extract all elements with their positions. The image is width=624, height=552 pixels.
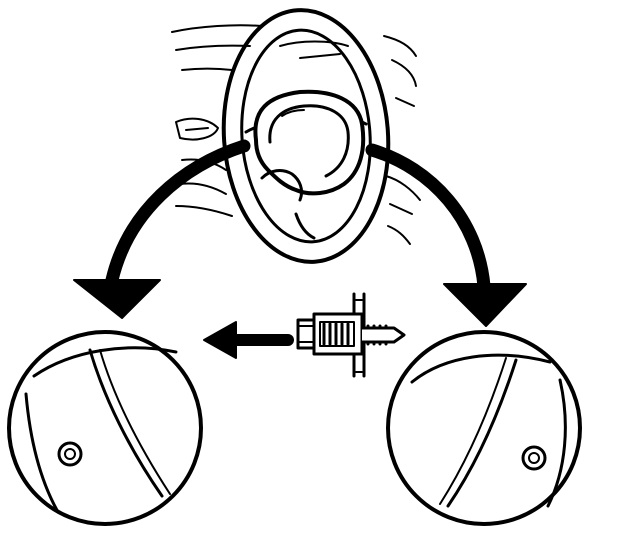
torx-screw-hole-icon: [57, 441, 83, 467]
dashboard-sketch: [171, 24, 421, 245]
screw-head: [296, 318, 316, 350]
removal-direction-arrow: [203, 321, 294, 359]
right-detail-view: [386, 330, 582, 526]
left-detail-view: [7, 330, 203, 526]
airbag-module: [253, 89, 366, 202]
left-curved-arrow: [73, 139, 251, 319]
right-curved-arrow: [365, 143, 527, 327]
torx-screw-hole-icon: [521, 445, 547, 471]
torx-screw-assembly: [296, 292, 406, 378]
